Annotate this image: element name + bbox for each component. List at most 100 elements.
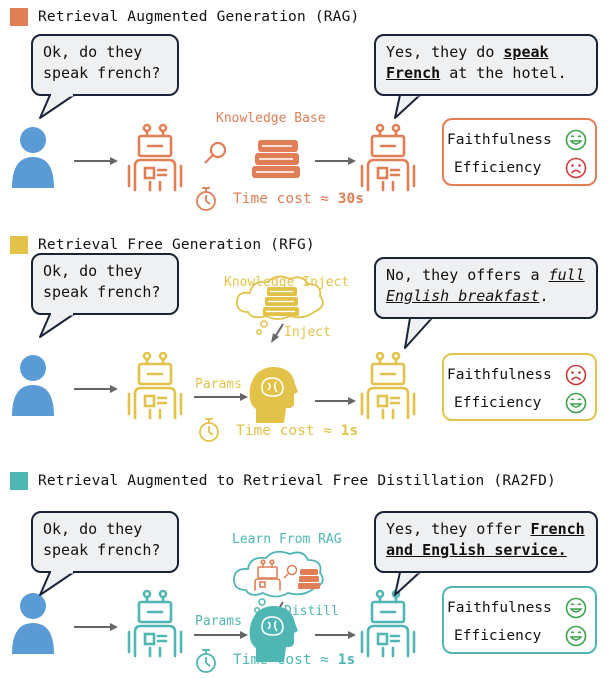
ra2fd-header: Retrieval Augmented to Retrieval Free Di… <box>10 472 556 490</box>
inject-label: Inject <box>284 325 331 340</box>
status-box: Faithfulness Efficiency <box>442 353 597 421</box>
happy-face-icon <box>565 129 587 151</box>
time-cost-prefix: Time cost ≈ <box>233 652 338 668</box>
question-line: Ok, do they <box>43 520 143 538</box>
efficiency-label: Efficiency <box>454 628 542 644</box>
time-cost-value: 1s <box>340 423 359 439</box>
question-line: Ok, do they <box>43 43 143 61</box>
efficiency-label: Efficiency <box>454 160 542 176</box>
sad-face-icon <box>565 157 587 179</box>
arrow-icon <box>194 393 248 401</box>
efficiency-row: Efficiency <box>444 390 595 416</box>
question-bubble: Ok, do they speak french? <box>31 511 179 573</box>
books-icon <box>263 287 299 316</box>
rag-header: Retrieval Augmented Generation (RAG) <box>10 8 359 26</box>
stopwatch-icon <box>196 187 216 211</box>
thought-dots <box>254 598 266 613</box>
question-bubble: Ok, do they speak french? <box>31 34 179 96</box>
faithfulness-label: Faithfulness <box>447 367 552 383</box>
question-line: speak french? <box>43 541 161 559</box>
rfg-header: Retrieval Free Generation (RFG) <box>10 236 315 254</box>
faithfulness-row: Faithfulness <box>444 362 595 388</box>
ra2fd-header-text: Retrieval Augmented to Retrieval Free Di… <box>38 473 556 489</box>
rfg-section: Retrieval Free Generation (RFG) <box>0 228 611 454</box>
time-cost-prefix: Time cost ≈ <box>233 191 338 207</box>
books-icon <box>252 140 300 178</box>
efficiency-label: Efficiency <box>454 395 542 411</box>
user-icon <box>12 593 54 654</box>
answer-line: and English service. <box>386 540 586 561</box>
faithfulness-row: Faithfulness <box>444 127 595 153</box>
stopwatch-icon <box>199 418 219 442</box>
answer-bubble: Yes, they do speak French at the hotel. <box>374 34 598 96</box>
robot-icon <box>360 589 416 658</box>
time-cost: Time cost ≈ 1s <box>236 423 358 439</box>
faithfulness-row: Faithfulness <box>444 595 595 621</box>
time-cost: Time cost ≈ 30s <box>233 191 364 207</box>
time-cost: Time cost ≈ 1s <box>233 652 355 668</box>
happy-face-icon <box>565 392 587 414</box>
answer-line: Yes, they offer French <box>386 519 586 540</box>
robot-icon <box>127 351 183 420</box>
happy-face-icon <box>565 597 587 619</box>
ra2fd-diagram <box>12 550 416 673</box>
faithfulness-label: Faithfulness <box>447 600 552 616</box>
arrow-icon <box>315 157 356 165</box>
search-icon <box>283 564 298 579</box>
ra2fd-swatch <box>10 472 28 490</box>
thought-dots <box>256 320 268 335</box>
answer-text: . <box>539 287 549 305</box>
question-bubble: Ok, do they speak french? <box>31 253 179 315</box>
params-label: Params <box>195 614 242 629</box>
params-label: Params <box>195 377 242 392</box>
answer-highlight: English breakfast <box>386 287 540 305</box>
stopwatch-icon <box>196 649 216 673</box>
question-line: speak french? <box>43 283 161 301</box>
arrow-icon <box>74 157 118 165</box>
faithfulness-label: Faithfulness <box>447 132 552 148</box>
brain-head-icon <box>249 606 298 662</box>
time-cost-value: 1s <box>337 652 356 668</box>
rfg-header-text: Retrieval Free Generation (RFG) <box>38 237 315 253</box>
learn-from-rag-label: Learn From RAG <box>232 532 342 547</box>
answer-highlight: speak <box>503 43 549 61</box>
answer-line: Yes, they do speak <box>386 42 586 63</box>
status-box: Faithfulness Efficiency <box>442 586 597 654</box>
question-line: Ok, do they <box>43 262 143 280</box>
brain-head-icon <box>249 367 298 423</box>
robot-icon <box>127 123 183 192</box>
time-cost-prefix: Time cost ≈ <box>236 423 341 439</box>
answer-text: Yes, they offer <box>386 520 531 538</box>
rfg-diagram <box>12 275 416 442</box>
question-line: speak french? <box>43 64 161 82</box>
knowledge-inject-label: Knowledge Inject <box>224 275 350 290</box>
answer-text: Yes, they do <box>386 43 504 61</box>
user-icon <box>12 355 54 416</box>
distill-label: Distill <box>284 604 339 619</box>
answer-highlight: and English service. <box>386 541 567 559</box>
search-icon <box>204 141 227 164</box>
answer-line: English breakfast. <box>386 286 586 307</box>
robot-icon <box>127 589 183 658</box>
knowledge-base-label: Knowledge Base <box>216 111 326 126</box>
rfg-swatch <box>10 236 28 254</box>
arrow-icon <box>315 397 356 405</box>
efficiency-row: Efficiency <box>444 155 595 181</box>
robot-icon <box>360 351 416 420</box>
user-icon <box>12 127 54 188</box>
efficiency-row: Efficiency <box>444 623 595 649</box>
time-cost-value: 30s <box>337 191 364 207</box>
answer-text: No, they offers a <box>386 266 549 284</box>
answer-bubble: Yes, they offer French and English servi… <box>374 511 598 573</box>
arrow-icon <box>194 631 248 639</box>
status-box: Faithfulness Efficiency <box>442 118 597 186</box>
robot-icon <box>254 559 281 591</box>
arrow-icon <box>74 385 118 393</box>
answer-highlight: French <box>530 520 585 538</box>
rag-diagram <box>12 123 416 211</box>
arrow-icon <box>74 623 118 631</box>
answer-highlight: French <box>386 64 441 82</box>
rag-swatch <box>10 8 28 26</box>
ra2fd-section: Retrieval Augmented to Retrieval Free Di… <box>0 452 611 678</box>
answer-highlight: full <box>548 266 585 284</box>
